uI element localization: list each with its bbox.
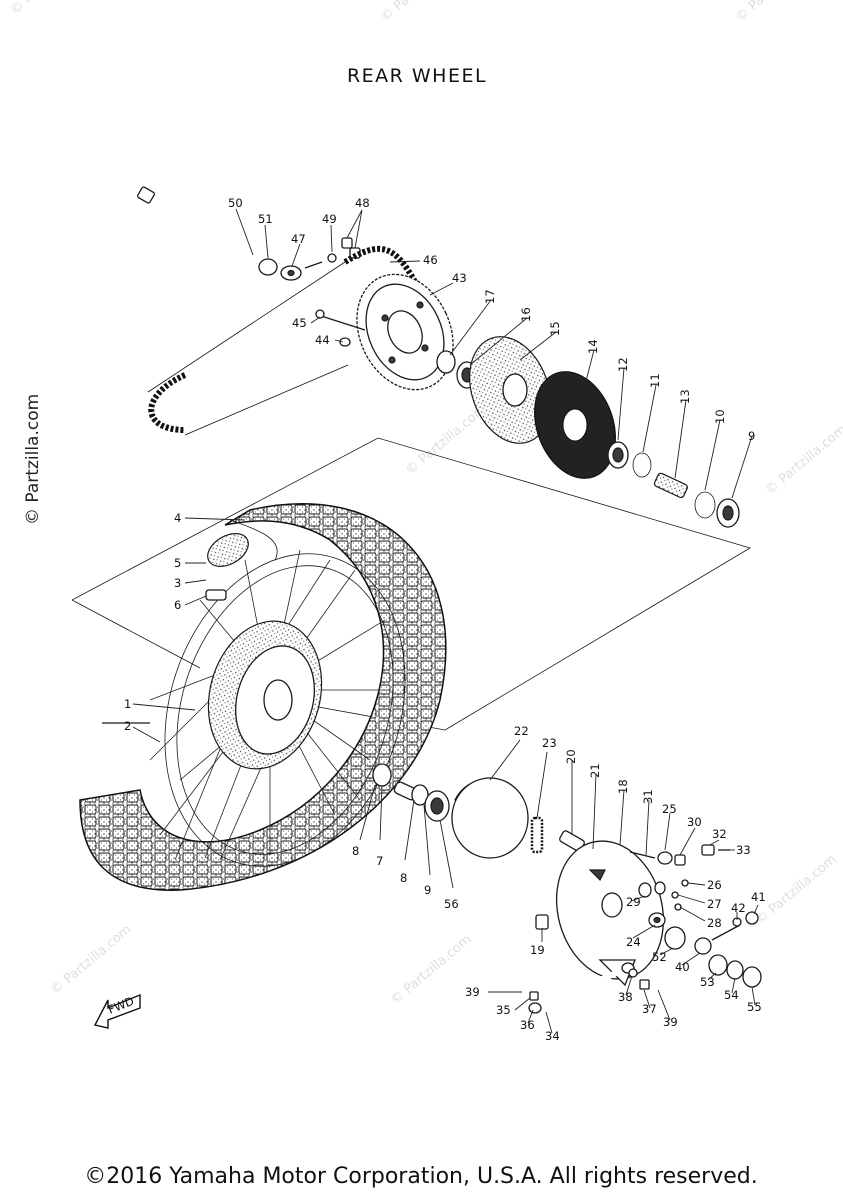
callout-28: 28	[707, 916, 722, 930]
sprocket-bolts	[315, 309, 366, 347]
brake-shoes	[451, 777, 529, 859]
callout-50: 50	[228, 196, 243, 210]
inner-tube	[205, 519, 278, 601]
callout-45: 45	[292, 316, 307, 330]
callout-8: 8	[400, 871, 407, 885]
brake-panel-bolt	[535, 914, 549, 930]
sprocket-hub	[469, 336, 551, 444]
callout-36: 36	[520, 1018, 535, 1032]
callout-4: 4	[174, 511, 181, 525]
watermark-text: © Partzilla.com	[753, 852, 839, 928]
callout-10: 10	[713, 409, 727, 424]
callout-48: 48	[355, 196, 370, 210]
callout-6: 6	[174, 598, 181, 612]
callout-27: 27	[707, 897, 722, 911]
callout-numbers: 1 2 3 4 5 6 7 8 8 9 9 10 11 12 13 14 15 …	[124, 196, 766, 1043]
copyright-notice: ©2016 Yamaha Motor Corporation, U.S.A. A…	[84, 1164, 757, 1189]
callout-40: 40	[675, 960, 690, 974]
watermark-text: © Partzilla.com	[388, 932, 474, 1008]
callout-38: 38	[618, 990, 633, 1004]
callout-1: 1	[124, 697, 131, 711]
callout-55: 55	[747, 1000, 762, 1014]
callout-56: 56	[444, 897, 459, 911]
callout-41: 41	[751, 890, 766, 904]
callout-5: 5	[174, 556, 181, 570]
callout-11: 11	[648, 373, 662, 388]
hub-small-parts	[607, 441, 740, 528]
callout-35: 35	[496, 1003, 511, 1017]
callout-26: 26	[707, 878, 722, 892]
rear-axle	[137, 186, 263, 264]
callout-7: 7	[376, 854, 383, 868]
tension-bar	[528, 962, 650, 1014]
callout-15: 15	[548, 321, 562, 336]
callout-23: 23	[542, 736, 557, 750]
callout-12: 12	[616, 357, 630, 372]
callout-37: 37	[642, 1002, 657, 1016]
rear-sprocket	[356, 273, 454, 391]
callout-20: 20	[564, 749, 578, 764]
callout-2: 2	[124, 719, 131, 733]
callout-54: 54	[724, 988, 739, 1002]
callout-33: 33	[736, 843, 751, 857]
callout-24: 24	[626, 935, 641, 949]
callout-34: 34	[545, 1029, 560, 1043]
diagram-title: REAR WHEEL	[347, 65, 487, 87]
brake-lever-hardware	[629, 844, 730, 911]
watermark-text: © Partzilla.com	[403, 402, 489, 478]
hub-bearings-lower	[372, 763, 450, 822]
watermark-text: © Partzilla.com	[733, 0, 819, 25]
callout-17: 17	[483, 289, 497, 304]
forward-direction-marker: FWD	[93, 994, 141, 1029]
callout-18: 18	[616, 779, 630, 794]
callout-44: 44	[315, 333, 330, 347]
callout-16: 16	[519, 307, 533, 322]
callout-46: 46	[423, 253, 438, 267]
callout-29: 29	[626, 895, 641, 909]
watermark-text: © Partzilla.com	[48, 922, 134, 998]
callout-32: 32	[712, 827, 727, 841]
hub-damper	[534, 371, 616, 479]
callout-19: 19	[530, 943, 545, 957]
torque-arm-hardware	[648, 911, 762, 988]
rear-wheel	[79, 503, 447, 891]
callout-8: 8	[352, 844, 359, 858]
callout-9: 9	[748, 429, 755, 443]
watermark-text: © Partzilla.com	[378, 0, 464, 25]
callout-39: 39	[663, 1015, 678, 1029]
callout-22: 22	[514, 724, 529, 738]
callout-52: 52	[652, 950, 667, 964]
drive-chain	[147, 245, 418, 436]
callout-3: 3	[174, 576, 181, 590]
callout-14: 14	[586, 339, 600, 354]
brake-spring	[530, 816, 544, 854]
callout-51: 51	[258, 212, 273, 226]
callout-39: 39	[465, 985, 480, 999]
leader-lines	[132, 208, 759, 1034]
watermark-text: © Partzilla.com	[8, 0, 94, 18]
brake-panel	[555, 840, 665, 987]
callout-9: 9	[424, 883, 431, 897]
callout-49: 49	[322, 212, 337, 226]
callout-43: 43	[452, 271, 467, 285]
rear-tire	[79, 503, 447, 891]
callout-31: 31	[641, 789, 655, 804]
callout-25: 25	[662, 802, 677, 816]
callout-42: 42	[731, 901, 746, 915]
callout-53: 53	[700, 975, 715, 989]
watermark-text: © Partzilla.com	[763, 422, 843, 498]
side-watermark: © Partzilla.com	[23, 394, 43, 525]
callout-21: 21	[588, 763, 602, 778]
callout-13: 13	[678, 389, 692, 404]
callout-30: 30	[687, 815, 702, 829]
callout-47: 47	[291, 232, 306, 246]
